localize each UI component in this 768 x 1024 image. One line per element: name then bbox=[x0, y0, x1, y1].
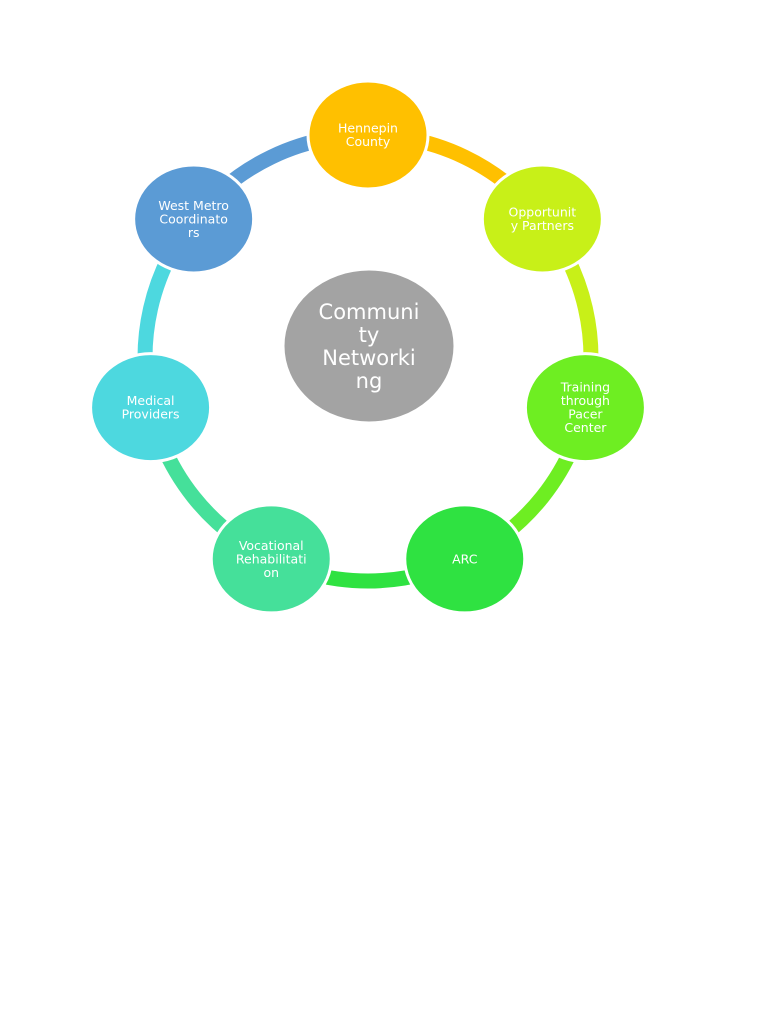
node-shape-medical-providers bbox=[89, 352, 213, 464]
node-arc: ARC bbox=[403, 503, 527, 615]
center-node-shape bbox=[281, 267, 457, 425]
node-shape-opportunity-partners bbox=[480, 163, 604, 275]
node-shape-training-pacer-center bbox=[523, 352, 647, 464]
node-shape-vocational-rehabilitation bbox=[209, 503, 333, 615]
node-label-arc: ARC bbox=[452, 551, 478, 566]
node-shape-west-metro-coordinators bbox=[132, 163, 256, 275]
node-shape-arc bbox=[403, 503, 527, 615]
node-shape-hennepin-county bbox=[306, 79, 430, 191]
